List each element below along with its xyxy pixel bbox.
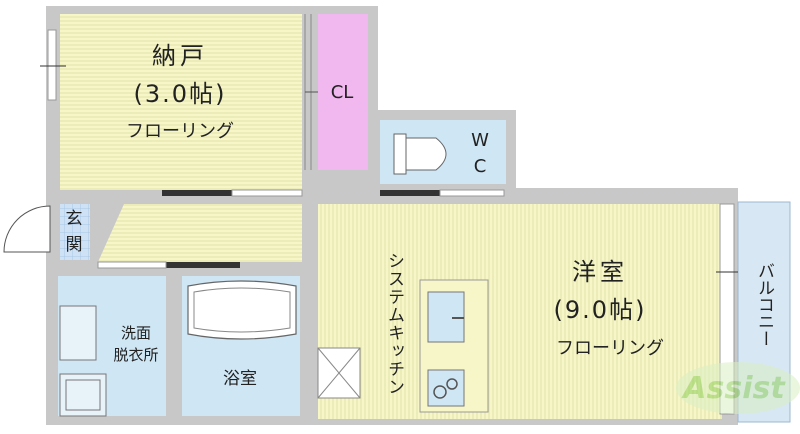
closet	[318, 14, 368, 170]
openings	[47, 29, 735, 415]
storage-size: (3.0帖)	[134, 80, 227, 108]
bath-label: 浴室	[223, 369, 257, 389]
logo-text: Assist	[681, 371, 786, 406]
toilet-label-1: W	[471, 130, 489, 151]
storage-room	[60, 14, 302, 190]
burner-1	[433, 385, 447, 399]
toilet-label-2: C	[474, 156, 487, 177]
stove	[427, 369, 465, 407]
entrance-label-2: 関	[66, 235, 83, 255]
western-floor: フローリング	[556, 338, 664, 359]
closet-label: CL	[331, 82, 354, 103]
burner-2	[446, 378, 458, 390]
bathtub	[187, 280, 297, 340]
entrance-label-1: 玄	[66, 209, 83, 229]
balcony-label: バルコニー	[754, 262, 774, 347]
walls	[162, 190, 440, 268]
assist-logo: Assist	[676, 362, 800, 414]
storage-floor: フローリング	[126, 121, 234, 142]
washroom-label-2: 脱衣所	[113, 346, 158, 364]
entrance	[60, 204, 90, 260]
hallway	[98, 204, 302, 262]
kitchen-label: システムキッチン	[384, 252, 404, 396]
storage-name: 納戸	[152, 42, 208, 70]
washing-machine	[59, 373, 107, 417]
washroom-label-1: 洗面	[121, 324, 151, 342]
entrance-door	[3, 205, 51, 253]
washroom-sink	[59, 305, 97, 361]
western-size: (9.0帖)	[554, 296, 647, 324]
western-room	[318, 204, 722, 419]
toilet-fixture	[393, 133, 447, 175]
western-name: 洋室	[572, 258, 628, 286]
